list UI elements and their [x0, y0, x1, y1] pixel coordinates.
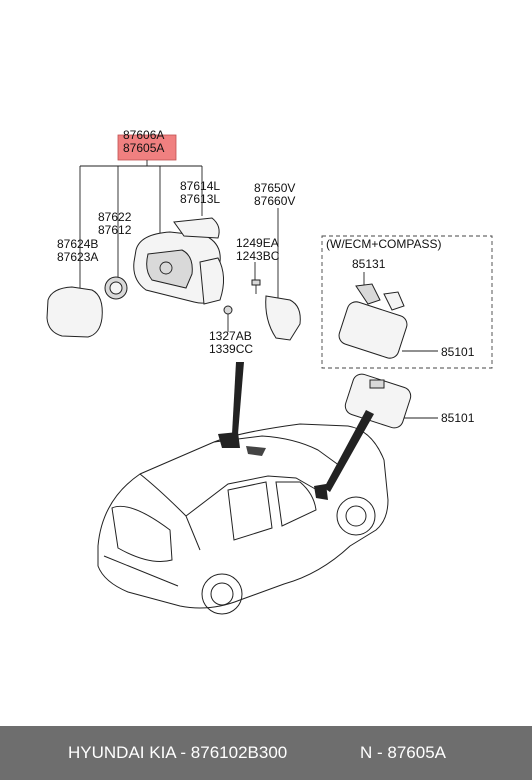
corner-cover: [265, 295, 301, 341]
mirror-mount: [369, 379, 385, 389]
parts-diagram: 87606A 87605A 87614L 87613L 87650V 87660…: [46, 128, 493, 615]
label-87614l: 87614L: [180, 179, 220, 193]
label-87622: 87622: [98, 210, 132, 224]
mirror-housing: [133, 231, 224, 305]
label-1339cc: 1339CC: [209, 342, 253, 356]
compass-option-box: [321, 235, 493, 369]
label-1327ab: 1327AB: [209, 329, 252, 343]
mounting-bolt: [251, 279, 261, 294]
pointer-inside-mirror: [324, 410, 374, 492]
label-85131: 85131: [352, 257, 386, 271]
label-87605a: 87605A: [123, 141, 164, 155]
label-87606a: 87606A: [123, 128, 164, 142]
label-87612: 87612: [98, 223, 132, 237]
inside-mirror-compass: [338, 301, 408, 359]
label-87613l: 87613L: [180, 192, 220, 206]
label-85101-compass: 85101: [441, 345, 475, 359]
label-wecm-compass: (W/ECM+COMPASS): [326, 237, 441, 251]
highlight-box: [117, 134, 177, 161]
mirror-cover: [173, 217, 220, 239]
footer-oem-number: N - 87605A: [360, 743, 446, 762]
footer-bar: HYUNDAI KIA - 876102B300 N - 87605A: [0, 726, 532, 780]
footer-part-number: HYUNDAI KIA - 876102B300: [68, 743, 288, 762]
vehicle-outline: [97, 423, 389, 615]
mirror-actuator: [104, 276, 128, 300]
mirror-bracket: [383, 291, 405, 311]
label-87660v: 87660V: [254, 194, 295, 208]
label-1243bc: 1243BC: [236, 249, 280, 263]
label-87623a: 87623A: [57, 250, 98, 264]
label-85101: 85101: [441, 411, 475, 425]
label-87650v: 87650V: [254, 181, 295, 195]
pointer-outside-mirror: [232, 362, 244, 434]
label-87624b: 87624B: [57, 237, 98, 251]
compass-sensor: [355, 283, 381, 305]
label-1249ea: 1249EA: [236, 236, 279, 250]
nut: [223, 305, 233, 315]
mirror-glass: [46, 286, 103, 338]
